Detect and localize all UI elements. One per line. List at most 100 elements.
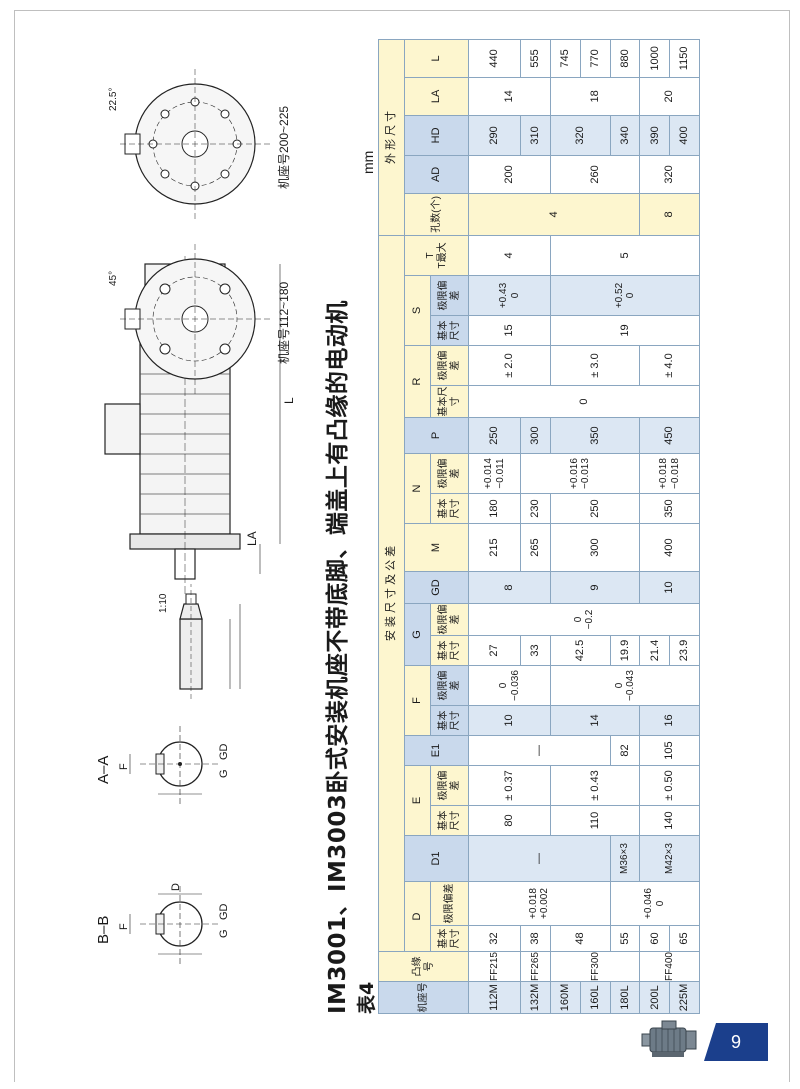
h-ad: AD (404, 155, 469, 194)
table-row: 200L FF400 60 M42×3 140 ± 0.50 105 16 21… (639, 39, 700, 1014)
cell-la: 20 (639, 77, 700, 116)
dim-label-g2: G (218, 769, 230, 778)
cell-p: 350 (550, 417, 640, 454)
cell-g-tol: 0 −0.2 (468, 603, 700, 636)
h-basic: 基本尺寸 (430, 493, 469, 524)
cell-n: 180 (468, 493, 521, 524)
cell-gd: 9 (550, 571, 640, 604)
dim-label-la: LA (245, 531, 259, 546)
h-t-max: T最大 (436, 242, 448, 269)
cell-frame: 225M (669, 981, 700, 1014)
flange-view-200-225: 22.5° 机座号200~225 (100, 59, 291, 229)
h-basic: 基本尺寸 (430, 385, 469, 418)
cell-holes: 8 (639, 193, 700, 236)
cell-hd: 340 (610, 115, 640, 156)
cell-l: 880 (610, 39, 640, 78)
cell-p: 300 (520, 417, 551, 454)
cell-d: 60 (639, 925, 670, 952)
cell-g: 19.9 (610, 635, 640, 666)
cell-m: 215 (468, 523, 521, 572)
cell-e1: 82 (610, 735, 640, 766)
cell-flange: FF215 (468, 951, 521, 982)
dim-label-gd2: GD (218, 743, 230, 761)
dim-label-g: G (218, 929, 230, 938)
h-l: L (404, 39, 469, 78)
cell-gd: 10 (639, 571, 700, 604)
cell-e1: — (468, 735, 611, 766)
cell-hd: 320 (550, 115, 611, 156)
cell-p: 450 (639, 417, 700, 454)
cell-la: 18 (550, 77, 640, 116)
cell-n-tol: +0.014 −0.011 (468, 453, 521, 494)
cell-hd: 310 (520, 115, 551, 156)
h-holes: 孔数(个) (404, 193, 469, 236)
cell-g: 21.4 (639, 635, 670, 666)
table-label: 表4 (356, 981, 378, 1014)
cell-d1: M42×3 (639, 835, 700, 882)
cell-g: 23.9 (669, 635, 700, 666)
cell-e-tol: ± 0.50 (639, 765, 700, 806)
section-aa-label: A–A (95, 755, 112, 784)
h-basic: 基本尺寸 (430, 315, 469, 346)
cell-e: 80 (468, 805, 551, 836)
cell-ad: 320 (639, 155, 700, 194)
dim-label-f: F (118, 923, 130, 930)
cell-g: 33 (520, 635, 551, 666)
cell-s: 19 (550, 315, 700, 346)
h-frame: 机座号 (378, 981, 469, 1014)
h-m: M (404, 523, 469, 572)
cell-d: 38 (520, 925, 551, 952)
header-row-1: 机座号 凸缘号 安 装 尺 寸 及 公 差 外 形 尺 寸 (378, 39, 469, 1014)
h-limit: 极限偏差 (430, 881, 469, 926)
cell-m: 400 (639, 523, 700, 572)
section-bb-label: B–B (95, 915, 112, 944)
h-s: S (404, 275, 431, 346)
cell-ad: 200 (468, 155, 551, 194)
cell-p: 250 (468, 417, 521, 454)
cell-l: 745 (550, 39, 581, 78)
cell-r-tol: ± 2.0 (468, 345, 551, 386)
cell-r-tol: ± 3.0 (550, 345, 640, 386)
cell-d: 48 (550, 925, 611, 952)
cell-e: 110 (550, 805, 640, 836)
table-row: 112M FF215 32 +0.018 +0.002 — 80 ± 0.37 … (468, 39, 700, 1014)
cell-frame: 160L (580, 981, 611, 1014)
cell-d-tol: +0.046 0 (610, 881, 700, 926)
section-bb-drawing: B–B G GD F D (95, 854, 245, 994)
cell-g: 27 (468, 635, 521, 666)
cell-d: 65 (669, 925, 700, 952)
right-border (789, 10, 790, 1082)
cell-d-tol: +0.018 +0.002 (468, 881, 611, 926)
shaft-end-drawing: 1:10 (140, 579, 265, 709)
h-basic: 基本尺寸 (430, 705, 469, 736)
cell-e1: 105 (639, 735, 700, 766)
dim-label-gd: GD (218, 903, 230, 921)
cell-frame: 112M (468, 981, 521, 1014)
left-border (14, 10, 15, 1082)
cell-d1: — (468, 835, 611, 882)
cell-s-tol: +0.43 0 (468, 275, 551, 316)
cell-m: 265 (520, 523, 551, 572)
cell-d: 32 (468, 925, 521, 952)
h-basic: 基本尺寸 (430, 925, 469, 952)
cell-flange: FF400 (639, 951, 700, 982)
cell-la: 14 (468, 77, 551, 116)
h-limit: 极限偏差 (430, 765, 469, 806)
h-outline: 外 形 尺 寸 (378, 39, 405, 236)
dimension-table: 机座号 凸缘号 安 装 尺 寸 及 公 差 外 形 尺 寸 D D1 E E1 … (378, 39, 700, 1014)
frame-112-180-label: 机座号112~180 (277, 281, 291, 364)
h-d: D (404, 881, 431, 952)
cell-ad: 260 (550, 155, 640, 194)
dim-label-f2: F (118, 763, 130, 770)
motor-thumbnail-image (638, 1018, 702, 1067)
h-p: P (404, 417, 469, 454)
cell-n-tol: +0.018 −0.018 (639, 453, 700, 494)
cell-l: 1150 (669, 39, 700, 78)
cell-l: 770 (580, 39, 611, 78)
cell-f: 16 (639, 705, 700, 736)
h-limit: 极限偏差 (430, 665, 469, 706)
h-f: F (404, 665, 431, 736)
cell-n-tol: +0.016 −0.013 (520, 453, 640, 494)
